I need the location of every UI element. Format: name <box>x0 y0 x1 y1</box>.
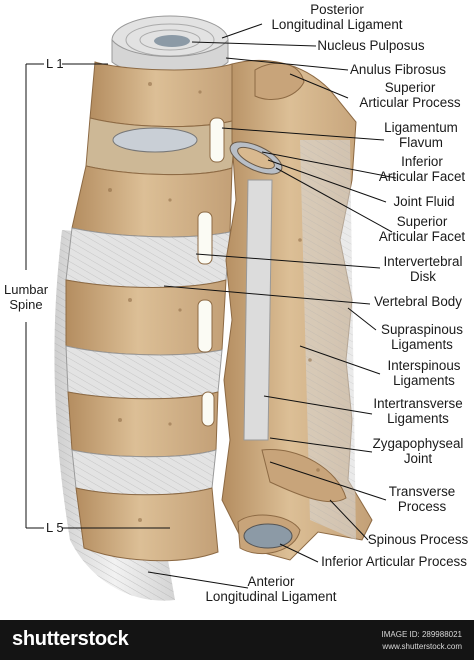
vertebral-body-l5 <box>75 487 219 562</box>
scale-bottom-label: L 5 <box>46 520 64 535</box>
leader-lines <box>147 23 397 589</box>
foramen-2 <box>197 211 213 265</box>
label-spinous-process: Spinous Process <box>367 532 469 547</box>
intertransverse-ligament <box>243 179 273 441</box>
lumbar-spine-label: Lumbar Spine <box>4 282 49 312</box>
spine-illustration <box>25 15 397 601</box>
label-nucleus-pulposus: Nucleus Pulposus <box>317 38 425 53</box>
vertebral-body-l4 <box>67 391 219 458</box>
foramen-4 <box>201 391 215 427</box>
scale-top-label: L 1 <box>46 56 64 71</box>
foramen-3 <box>197 299 213 353</box>
top-nucleus <box>154 35 190 47</box>
foramen-1 <box>209 117 225 163</box>
label-anulus-fibrosus: Anulus Fibrosus <box>349 62 446 77</box>
lumbar-scale-bracket <box>25 63 170 529</box>
superior-articular-process-l1 <box>254 62 305 100</box>
label-joint-fluid: Joint Fluid <box>393 194 455 209</box>
label-inferior-articular-process: Inferior Articular Process <box>321 554 467 569</box>
vertebral-body-l1 <box>89 61 237 128</box>
label-vertebral-body: Vertebral Body <box>374 294 462 309</box>
shutterstock-logo: shutterstock <box>12 628 129 650</box>
watermark-footer: shutterstock IMAGE ID: 289988021 www.shu… <box>0 620 474 660</box>
transverse-process <box>261 449 347 503</box>
image-id-info: IMAGE ID: 289988021 www.shutterstock.com <box>381 630 463 651</box>
